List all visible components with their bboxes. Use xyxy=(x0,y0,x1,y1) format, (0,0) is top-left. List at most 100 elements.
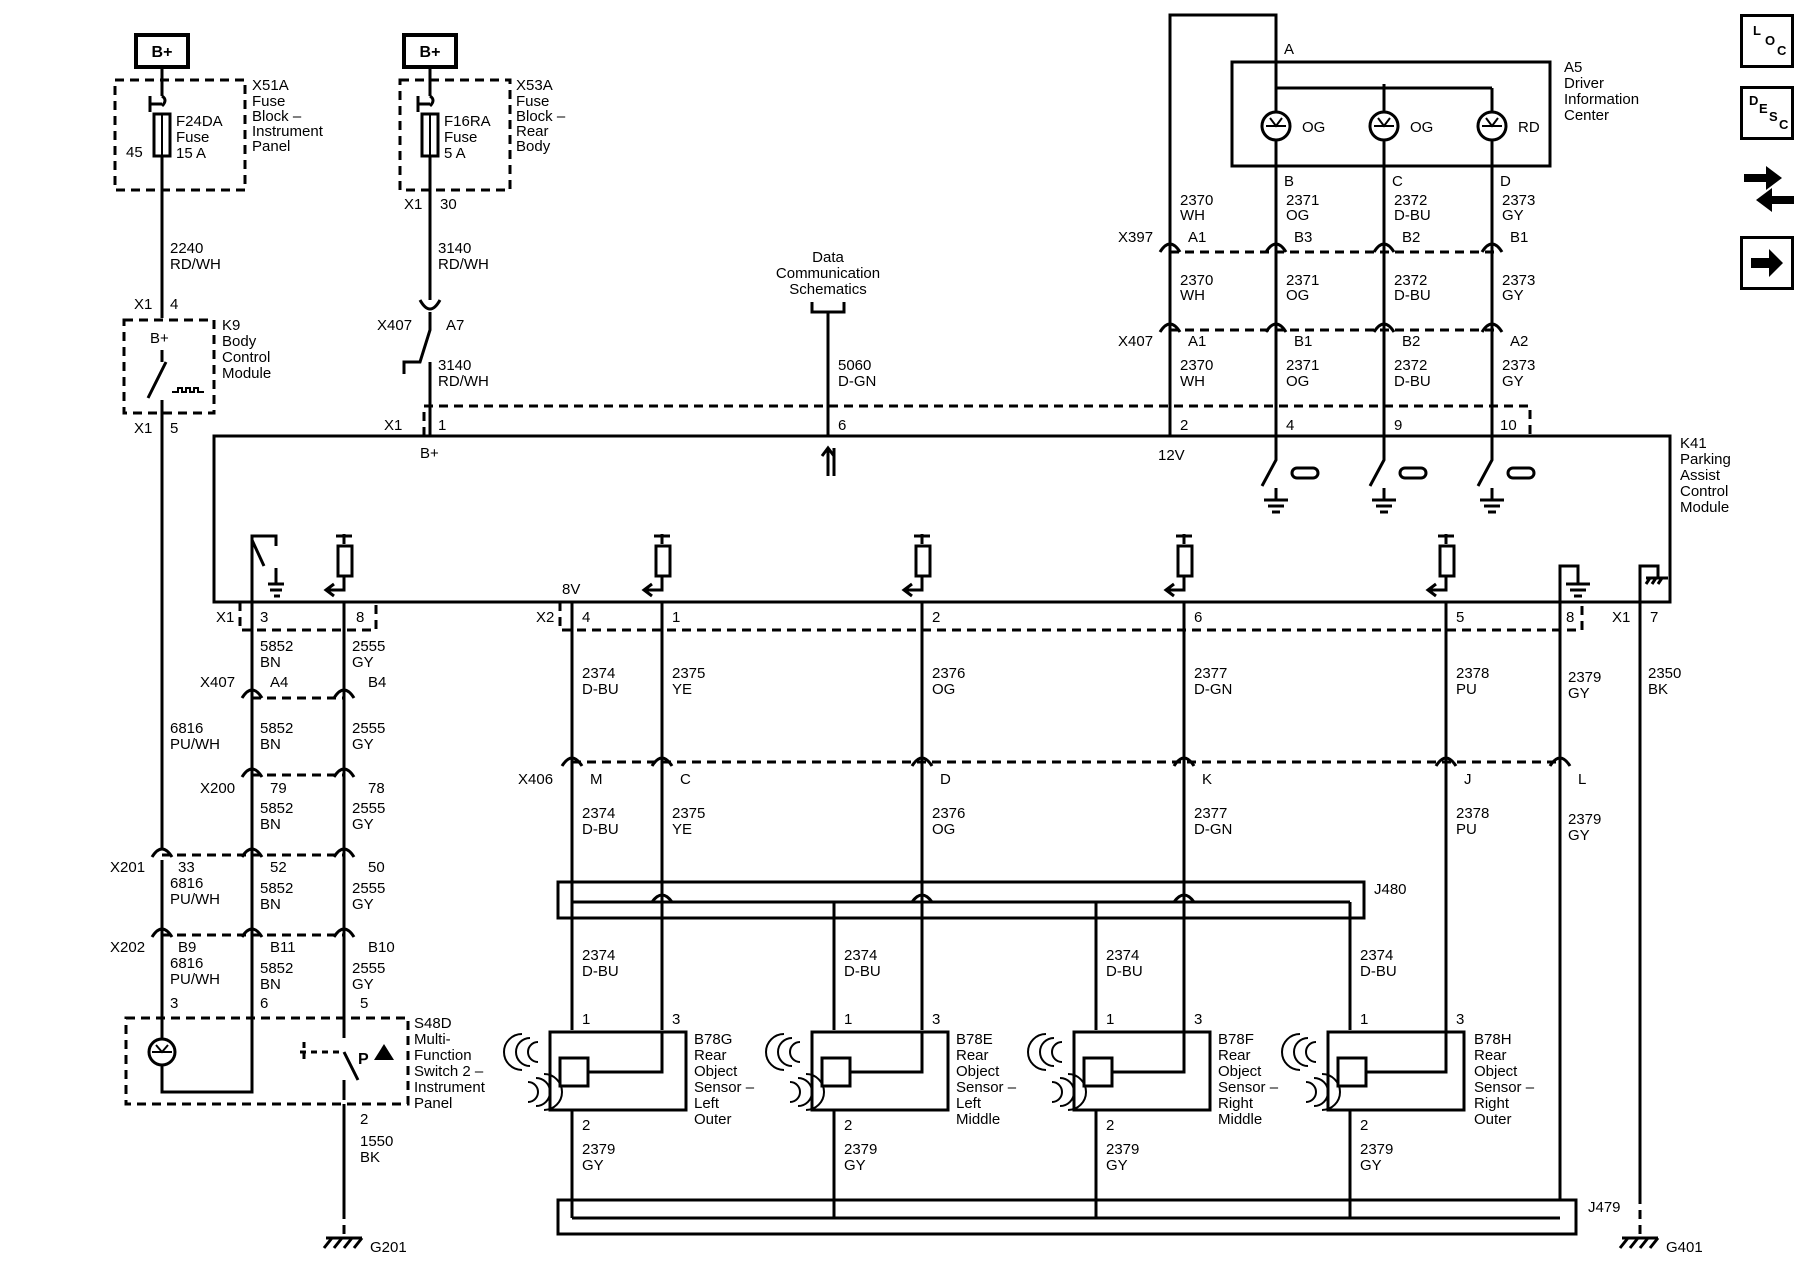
svg-text:D-GN: D-GN xyxy=(1194,681,1232,698)
svg-text:B78G: B78G xyxy=(694,1031,732,1048)
svg-text:GY: GY xyxy=(352,896,374,913)
svg-text:Module: Module xyxy=(1680,499,1729,516)
svg-text:Rear: Rear xyxy=(1218,1047,1251,1064)
svg-text:2377: 2377 xyxy=(1194,665,1227,682)
svg-text:4: 4 xyxy=(1286,417,1294,434)
svg-text:Fuse: Fuse xyxy=(516,93,549,110)
svg-text:2: 2 xyxy=(1180,417,1188,434)
svg-text:G201: G201 xyxy=(370,1239,407,1256)
svg-text:BN: BN xyxy=(260,816,281,833)
svg-text:2379: 2379 xyxy=(582,1141,615,1158)
svg-text:2377: 2377 xyxy=(1194,805,1227,822)
svg-text:J: J xyxy=(1464,771,1472,788)
svg-text:2379: 2379 xyxy=(844,1141,877,1158)
svg-text:Driver: Driver xyxy=(1564,75,1604,92)
svg-text:C: C xyxy=(680,771,691,788)
svg-text:Fuse: Fuse xyxy=(252,93,285,110)
svg-text:6816: 6816 xyxy=(170,955,203,972)
svg-text:J479: J479 xyxy=(1588,1199,1621,1216)
svg-text:5852: 5852 xyxy=(260,638,293,655)
svg-text:3140: 3140 xyxy=(438,240,471,257)
svg-text:B2: B2 xyxy=(1402,333,1420,350)
svg-text:1: 1 xyxy=(438,417,446,434)
svg-text:10: 10 xyxy=(1500,417,1517,434)
svg-text:OG: OG xyxy=(1286,373,1309,390)
svg-text:X200: X200 xyxy=(200,780,235,797)
svg-text:2: 2 xyxy=(844,1117,852,1134)
svg-text:2350: 2350 xyxy=(1648,665,1681,682)
internal-switch-9 xyxy=(1368,436,1428,514)
sensor-b78e: 1 3 2 B78E Rear Object Sensor – Left Mid… xyxy=(765,1011,1017,1134)
svg-text:WH: WH xyxy=(1180,207,1205,224)
svg-text:2379: 2379 xyxy=(1360,1141,1393,1158)
svg-text:Rear: Rear xyxy=(694,1047,727,1064)
svg-text:B+: B+ xyxy=(420,44,441,61)
location-view-icon[interactable]: L O C xyxy=(1740,14,1794,68)
svg-text:GY: GY xyxy=(1568,827,1590,844)
svg-text:G401: G401 xyxy=(1666,1239,1703,1256)
svg-text:GY: GY xyxy=(352,976,374,993)
svg-text:Outer: Outer xyxy=(1474,1111,1512,1128)
svg-text:RD/WH: RD/WH xyxy=(438,373,489,390)
svg-text:GY: GY xyxy=(1360,1157,1382,1174)
svg-text:Parking: Parking xyxy=(1680,451,1731,468)
svg-text:GY: GY xyxy=(352,816,374,833)
svg-text:YE: YE xyxy=(672,821,692,838)
splice-j479 xyxy=(556,1198,1578,1236)
svg-text:GY: GY xyxy=(352,736,374,753)
svg-text:Assist: Assist xyxy=(1680,467,1721,484)
svg-text:2376: 2376 xyxy=(932,805,965,822)
svg-text:2370: 2370 xyxy=(1180,272,1213,289)
svg-text:C: C xyxy=(1392,173,1403,190)
svg-text:5: 5 xyxy=(170,420,178,437)
svg-text:A2: A2 xyxy=(1510,333,1528,350)
svg-text:2371: 2371 xyxy=(1286,272,1319,289)
svg-text:5852: 5852 xyxy=(260,720,293,737)
svg-text:B2: B2 xyxy=(1402,229,1420,246)
svg-text:J480: J480 xyxy=(1374,881,1407,898)
next-arrow-icon[interactable] xyxy=(1740,236,1794,290)
svg-text:L: L xyxy=(1578,771,1586,788)
svg-text:Object: Object xyxy=(1218,1063,1262,1080)
svg-text:D: D xyxy=(1500,173,1511,190)
svg-text:Fuse: Fuse xyxy=(176,129,209,146)
svg-text:2372: 2372 xyxy=(1394,192,1427,209)
splice-j480 xyxy=(556,880,1366,1030)
svg-text:1: 1 xyxy=(844,1011,852,1028)
lamp-og-1: OG xyxy=(1260,88,1325,436)
description-view-icon[interactable]: D E S C xyxy=(1740,86,1794,140)
svg-text:M: M xyxy=(590,771,603,788)
power-source-mid: B+ xyxy=(402,33,458,69)
svg-text:GY: GY xyxy=(844,1157,866,1174)
connector-view-icon[interactable] xyxy=(1740,160,1798,220)
svg-text:2373: 2373 xyxy=(1502,272,1535,289)
svg-text:RD/WH: RD/WH xyxy=(170,256,221,273)
svg-text:1: 1 xyxy=(1106,1011,1114,1028)
svg-text:9: 9 xyxy=(1394,417,1402,434)
svg-text:2378: 2378 xyxy=(1456,805,1489,822)
svg-text:X1: X1 xyxy=(384,417,402,434)
svg-text:Information: Information xyxy=(1564,91,1639,108)
svg-text:B3: B3 xyxy=(1294,229,1312,246)
svg-text:2379: 2379 xyxy=(1568,811,1601,828)
svg-text:B1: B1 xyxy=(1510,229,1528,246)
svg-text:2555: 2555 xyxy=(352,960,385,977)
svg-text:2370: 2370 xyxy=(1180,357,1213,374)
svg-text:Block –: Block – xyxy=(252,108,302,125)
svg-text:3: 3 xyxy=(260,609,268,626)
svg-text:X397: X397 xyxy=(1118,229,1153,246)
power-source-left: B+ xyxy=(134,33,190,69)
svg-text:BN: BN xyxy=(260,654,281,671)
svg-text:B10: B10 xyxy=(368,939,395,956)
svg-text:X53A: X53A xyxy=(516,77,553,94)
svg-text:3: 3 xyxy=(672,1011,680,1028)
svg-text:Body: Body xyxy=(222,333,257,350)
svg-text:Middle: Middle xyxy=(1218,1111,1262,1128)
svg-text:Function: Function xyxy=(414,1047,472,1064)
svg-text:2555: 2555 xyxy=(352,800,385,817)
svg-text:A1: A1 xyxy=(1188,229,1206,246)
svg-text:2555: 2555 xyxy=(352,720,385,737)
svg-text:D-BU: D-BU xyxy=(582,963,619,980)
svg-text:OG: OG xyxy=(1410,119,1433,136)
svg-text:Outer: Outer xyxy=(694,1111,732,1128)
